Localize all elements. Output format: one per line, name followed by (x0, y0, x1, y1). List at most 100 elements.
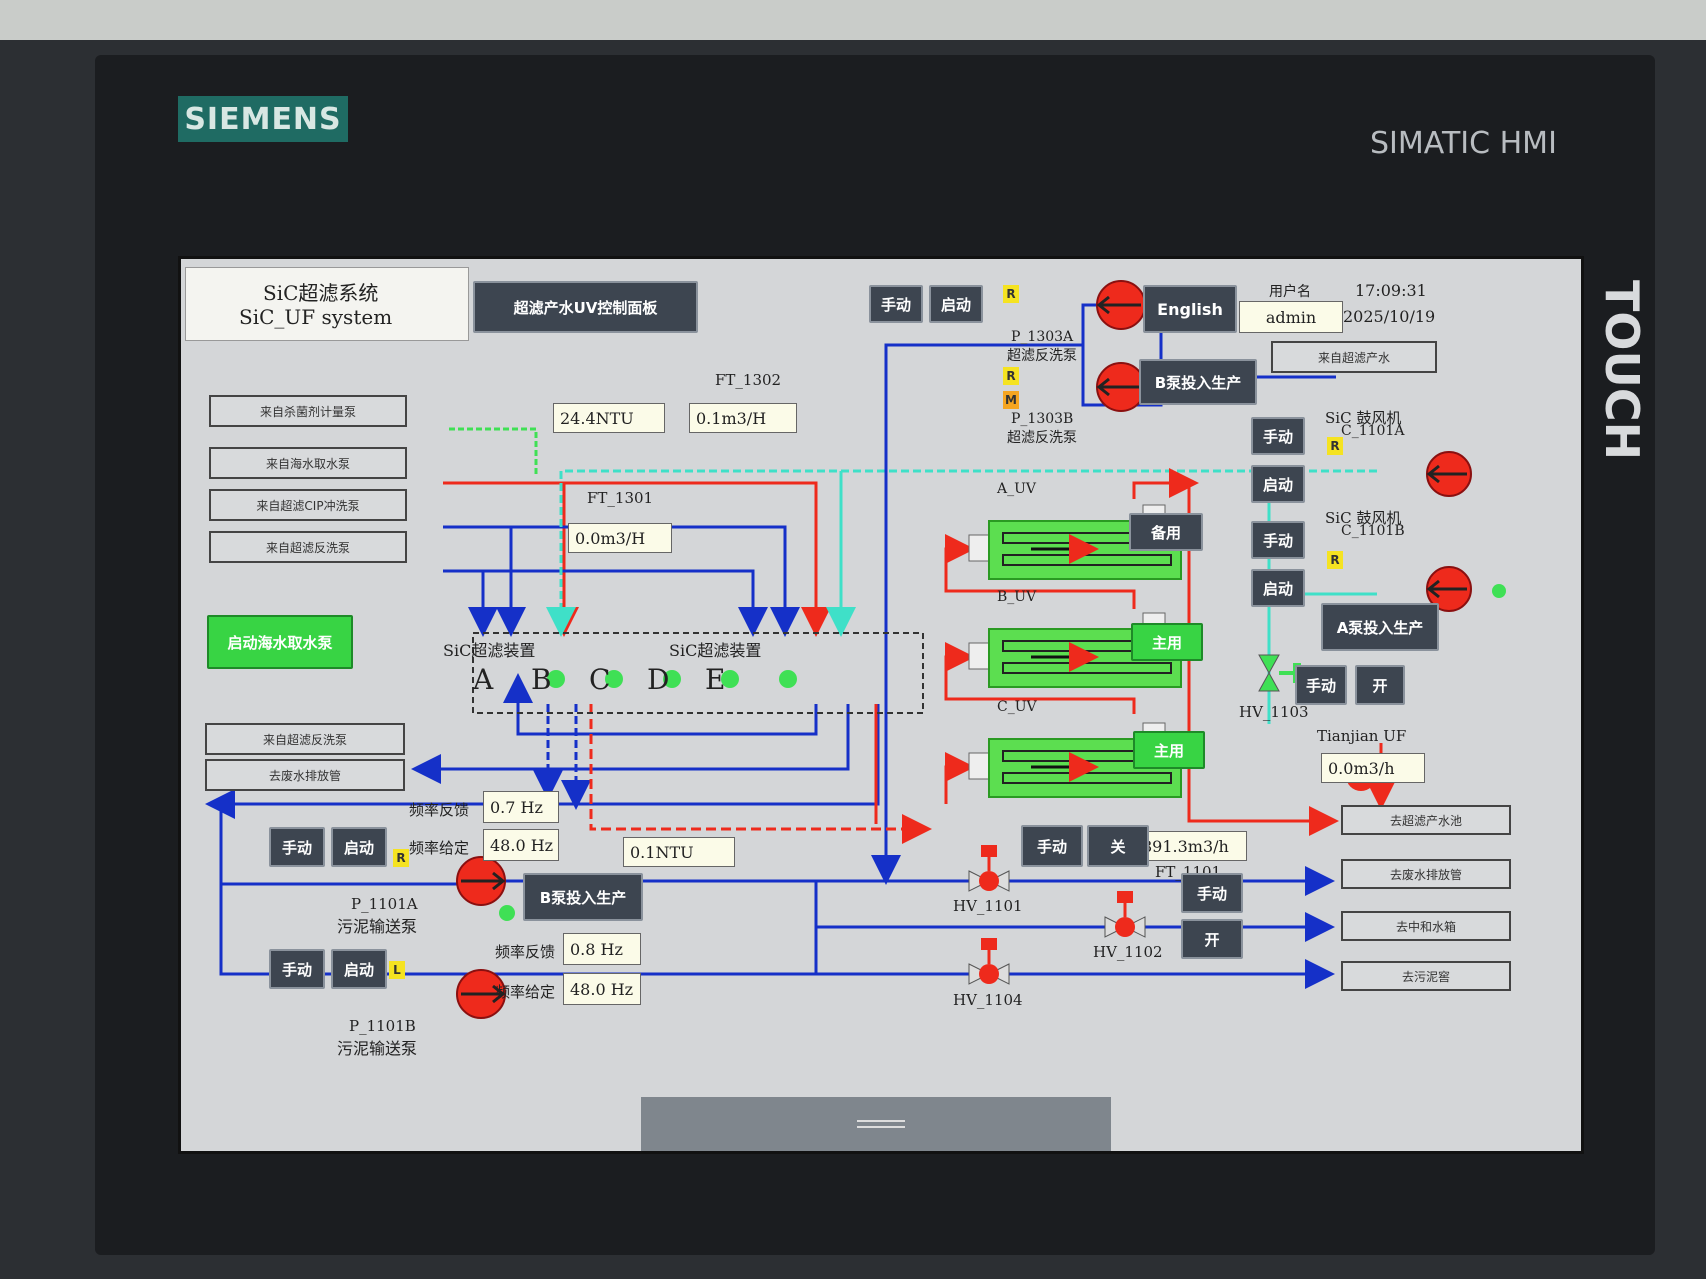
discharge-neutral (814, 881, 1335, 942)
c1101a-manual-button[interactable]: 手动 (1251, 417, 1305, 455)
p1101a-label: P_1101A (351, 895, 418, 913)
uf-letter-d: D (647, 663, 670, 696)
ft1101-value: 891.3m3/h (1135, 831, 1247, 861)
p1101-b-to-prod-button[interactable]: B泵投入生产 (523, 873, 643, 921)
hv1102-open-button[interactable]: 开 (1181, 919, 1243, 959)
pump-p1101a[interactable] (456, 856, 515, 921)
blower-c1101a[interactable] (1426, 451, 1472, 497)
p1303b-tag-r: R (1003, 367, 1019, 385)
ft1301-label: FT_1301 (587, 489, 654, 507)
title-cn: SiC超滤系统 (263, 281, 379, 305)
start-seawater-button[interactable]: 启动海水取水泵 (207, 615, 353, 669)
dest-sludge: 去污泥窖 (1341, 961, 1511, 991)
siemens-logo: SIEMENS (178, 96, 348, 142)
p1303a-tag-r: R (1003, 285, 1019, 303)
uv-out-top (1132, 468, 1199, 499)
uv-a-label: A_UV (997, 481, 1037, 497)
source-backwash: 来自超滤反洗泵 (209, 531, 407, 563)
dest-waste: 去废水排放管 (1341, 859, 1511, 889)
turbidity-in: 24.4NTU (553, 403, 665, 433)
hv1104-label: HV_1104 (953, 991, 1023, 1009)
c1101b-tag-r: R (1327, 551, 1343, 569)
waste-drain: 去废水排放管 (205, 759, 405, 791)
uv-b-label: B_UV (997, 589, 1037, 605)
p1101a-freq-fb: 0.7 Hz (483, 791, 559, 823)
uf-unit-box (472, 632, 924, 714)
tianjian-value: 0.0m3/h (1321, 753, 1425, 783)
backwash-main (871, 343, 1083, 885)
source-backwash-2: 来自超滤反洗泵 (205, 723, 405, 755)
p1101b-tag-l: L (389, 961, 405, 979)
dest-uf-pool: 去超滤产水池 (1341, 805, 1511, 835)
p1101b-freq-set[interactable]: 48.0 Hz (563, 973, 641, 1005)
uf-letter-c: C (589, 663, 611, 696)
pump-p1101b[interactable] (456, 969, 506, 1019)
uv-c-main-button[interactable]: 主用 (1133, 731, 1205, 769)
c1101b-label2: C_1101B (1341, 523, 1405, 539)
clock-time: 17:09:31 (1355, 281, 1427, 300)
p1303-start-button[interactable]: 启动 (929, 285, 983, 323)
p1101a-start-button[interactable]: 启动 (331, 827, 387, 867)
p1101a-manual-button[interactable]: 手动 (269, 827, 325, 867)
uf-e-status (779, 670, 797, 688)
uf-c-status (663, 670, 681, 688)
p1101a-desc: 污泥输送泵 (337, 917, 418, 936)
uf-label-right: SiC超滤装置 (669, 641, 762, 660)
bottom-drawer[interactable] (641, 1097, 1111, 1151)
p1303a-desc: 超滤反洗泵 (1007, 348, 1077, 364)
uf-b-status (605, 670, 623, 688)
valve-hv1102[interactable] (1104, 891, 1146, 938)
c1101b-manual-button[interactable]: 手动 (1251, 521, 1305, 559)
p1101b-freq-fb: 0.8 Hz (563, 933, 641, 965)
source-dosing: 来自杀菌剂计量泵 (209, 395, 407, 427)
ft1301-value: 0.0m3/H (568, 523, 672, 553)
user-field[interactable]: admin (1239, 301, 1343, 333)
uv-c-in (944, 752, 975, 804)
uf-letter-e: E (705, 663, 726, 696)
hv1101-close-button[interactable]: 关 (1087, 825, 1149, 867)
uf-out-1 (516, 704, 818, 736)
title-box (185, 267, 469, 341)
c1101a-label1: SiC 鼓风机 (1325, 409, 1402, 427)
p1101b-freq-fb-label: 频率反馈 (495, 943, 556, 961)
p1303-b-to-prod-button[interactable]: B泵投入生产 (1139, 359, 1257, 405)
turbidity-out: 0.1NTU (623, 837, 735, 867)
hv1103-open-button[interactable]: 开 (1355, 665, 1405, 705)
p1303b-desc: 超滤反洗泵 (1007, 430, 1077, 446)
p1303-manual-button[interactable]: 手动 (869, 285, 923, 323)
language-button[interactable]: English (1143, 285, 1237, 333)
uf-d-status (721, 670, 739, 688)
p1101a-freq-fb-label: 频率反馈 (409, 801, 470, 819)
waste-line (411, 704, 850, 784)
blower-c1101b[interactable] (1426, 566, 1506, 612)
p1303b-tag-m: M (1003, 391, 1019, 409)
p1101b-manual-button[interactable]: 手动 (269, 949, 325, 989)
p1303a-label: P_1303A (1011, 329, 1074, 345)
c1101-a-to-prod-button[interactable]: A泵投入生产 (1321, 603, 1439, 651)
p1101b-start-button[interactable]: 启动 (331, 949, 387, 989)
hv1101-label: HV_1101 (953, 897, 1023, 915)
valve-hv1101[interactable] (968, 845, 1010, 892)
c1101a-tag-r: R (1327, 437, 1343, 455)
pump-p1303b[interactable] (1096, 362, 1146, 412)
c1101b-start-button[interactable]: 启动 (1251, 569, 1305, 607)
uf-product-line (589, 704, 932, 844)
hv1103-manual-button[interactable]: 手动 (1295, 665, 1347, 705)
p1303b-label: P_1303B (1011, 411, 1074, 427)
tianjian-label: Tianjian UF (1317, 727, 1407, 745)
seawater-line (443, 481, 831, 637)
uv-panel-button[interactable]: 超滤产水UV控制面板 (473, 281, 698, 333)
cip-line (443, 525, 800, 637)
valve-hv1104[interactable] (968, 938, 1010, 985)
c1101a-start-button[interactable]: 启动 (1251, 465, 1305, 503)
hv1102-manual-button[interactable]: 手动 (1181, 873, 1243, 913)
uv-b-main-button[interactable]: 主用 (1131, 623, 1203, 661)
hv1101-manual-button[interactable]: 手动 (1021, 825, 1083, 867)
p1101b-desc: 污泥输送泵 (337, 1039, 418, 1058)
model-label: SIMATIC HMI (1370, 126, 1557, 161)
dest-neutral: 去中和水箱 (1341, 911, 1511, 941)
uv-c-label: C_UV (997, 699, 1037, 715)
c1101b-label1: SiC 鼓风机 (1325, 509, 1402, 527)
p1101a-freq-set[interactable]: 48.0 Hz (483, 829, 559, 861)
uv-a-standby-button[interactable]: 备用 (1129, 513, 1203, 551)
